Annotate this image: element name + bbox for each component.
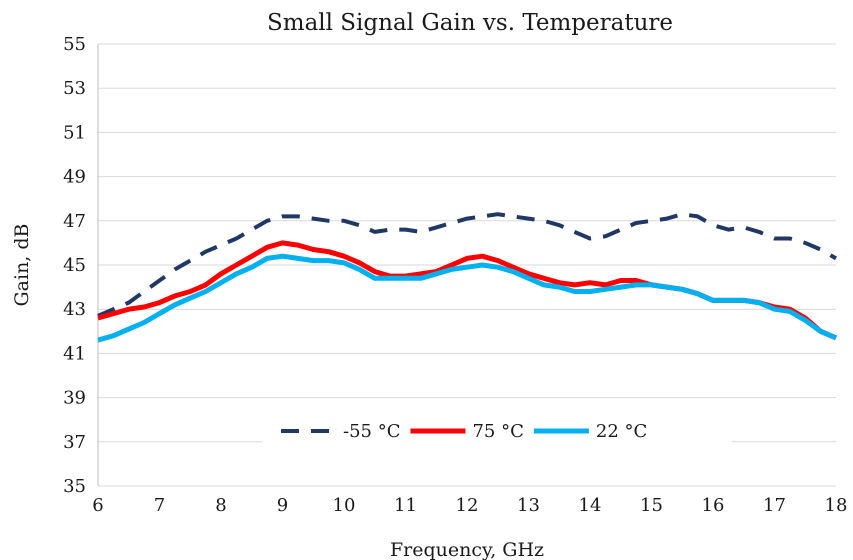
y-tick-label: 49: [63, 167, 86, 188]
x-axis-label: Frequency, GHz: [390, 539, 544, 560]
x-tick-label: 15: [640, 495, 663, 516]
x-tick-label: 12: [456, 495, 479, 516]
y-tick-label: 41: [63, 343, 86, 364]
x-tick-label: 13: [517, 495, 540, 516]
legend-box: [262, 410, 732, 452]
series-line: [97, 253, 837, 343]
y-tick-label: 37: [63, 432, 86, 453]
y-tick-label: 51: [63, 122, 86, 143]
y-tick-label: 35: [63, 476, 86, 497]
series-lines: [97, 212, 838, 343]
y-tick-label: 45: [63, 255, 86, 276]
x-tick-label: 8: [215, 495, 226, 516]
x-tick-label: 10: [333, 495, 356, 516]
y-tick-label: 43: [63, 299, 86, 320]
y-tick-label: 39: [63, 388, 86, 409]
y-tick-label: 55: [63, 34, 86, 55]
x-tick-label: 11: [394, 495, 417, 516]
legend-label: 75 °C: [472, 421, 523, 442]
x-tick-label: 18: [825, 495, 848, 516]
x-tick-label: 6: [92, 495, 103, 516]
x-tick-label: 9: [277, 495, 288, 516]
legend-label: -55 °C: [343, 421, 400, 442]
y-tick-labels: 35 37 39 41 43 45 47 49 51 53 55: [63, 34, 86, 497]
x-tick-label: 16: [702, 495, 725, 516]
legend-label: 22 °C: [596, 421, 647, 442]
x-tick-label: 17: [763, 495, 786, 516]
x-tick-label: 14: [579, 495, 602, 516]
y-tick-label: 47: [63, 211, 86, 232]
chart-title: Small Signal Gain vs. Temperature: [267, 10, 673, 36]
series-line: [97, 212, 838, 318]
x-tick-label: 7: [154, 495, 165, 516]
legend: -55 °C 75 °C 22 °C: [262, 410, 732, 452]
y-axis-label: Gain, dB: [11, 223, 33, 306]
x-tick-labels: 6 7 8 9 10 11 12 13 14 15 16 17 18: [92, 495, 847, 516]
y-tick-label: 53: [63, 78, 86, 99]
